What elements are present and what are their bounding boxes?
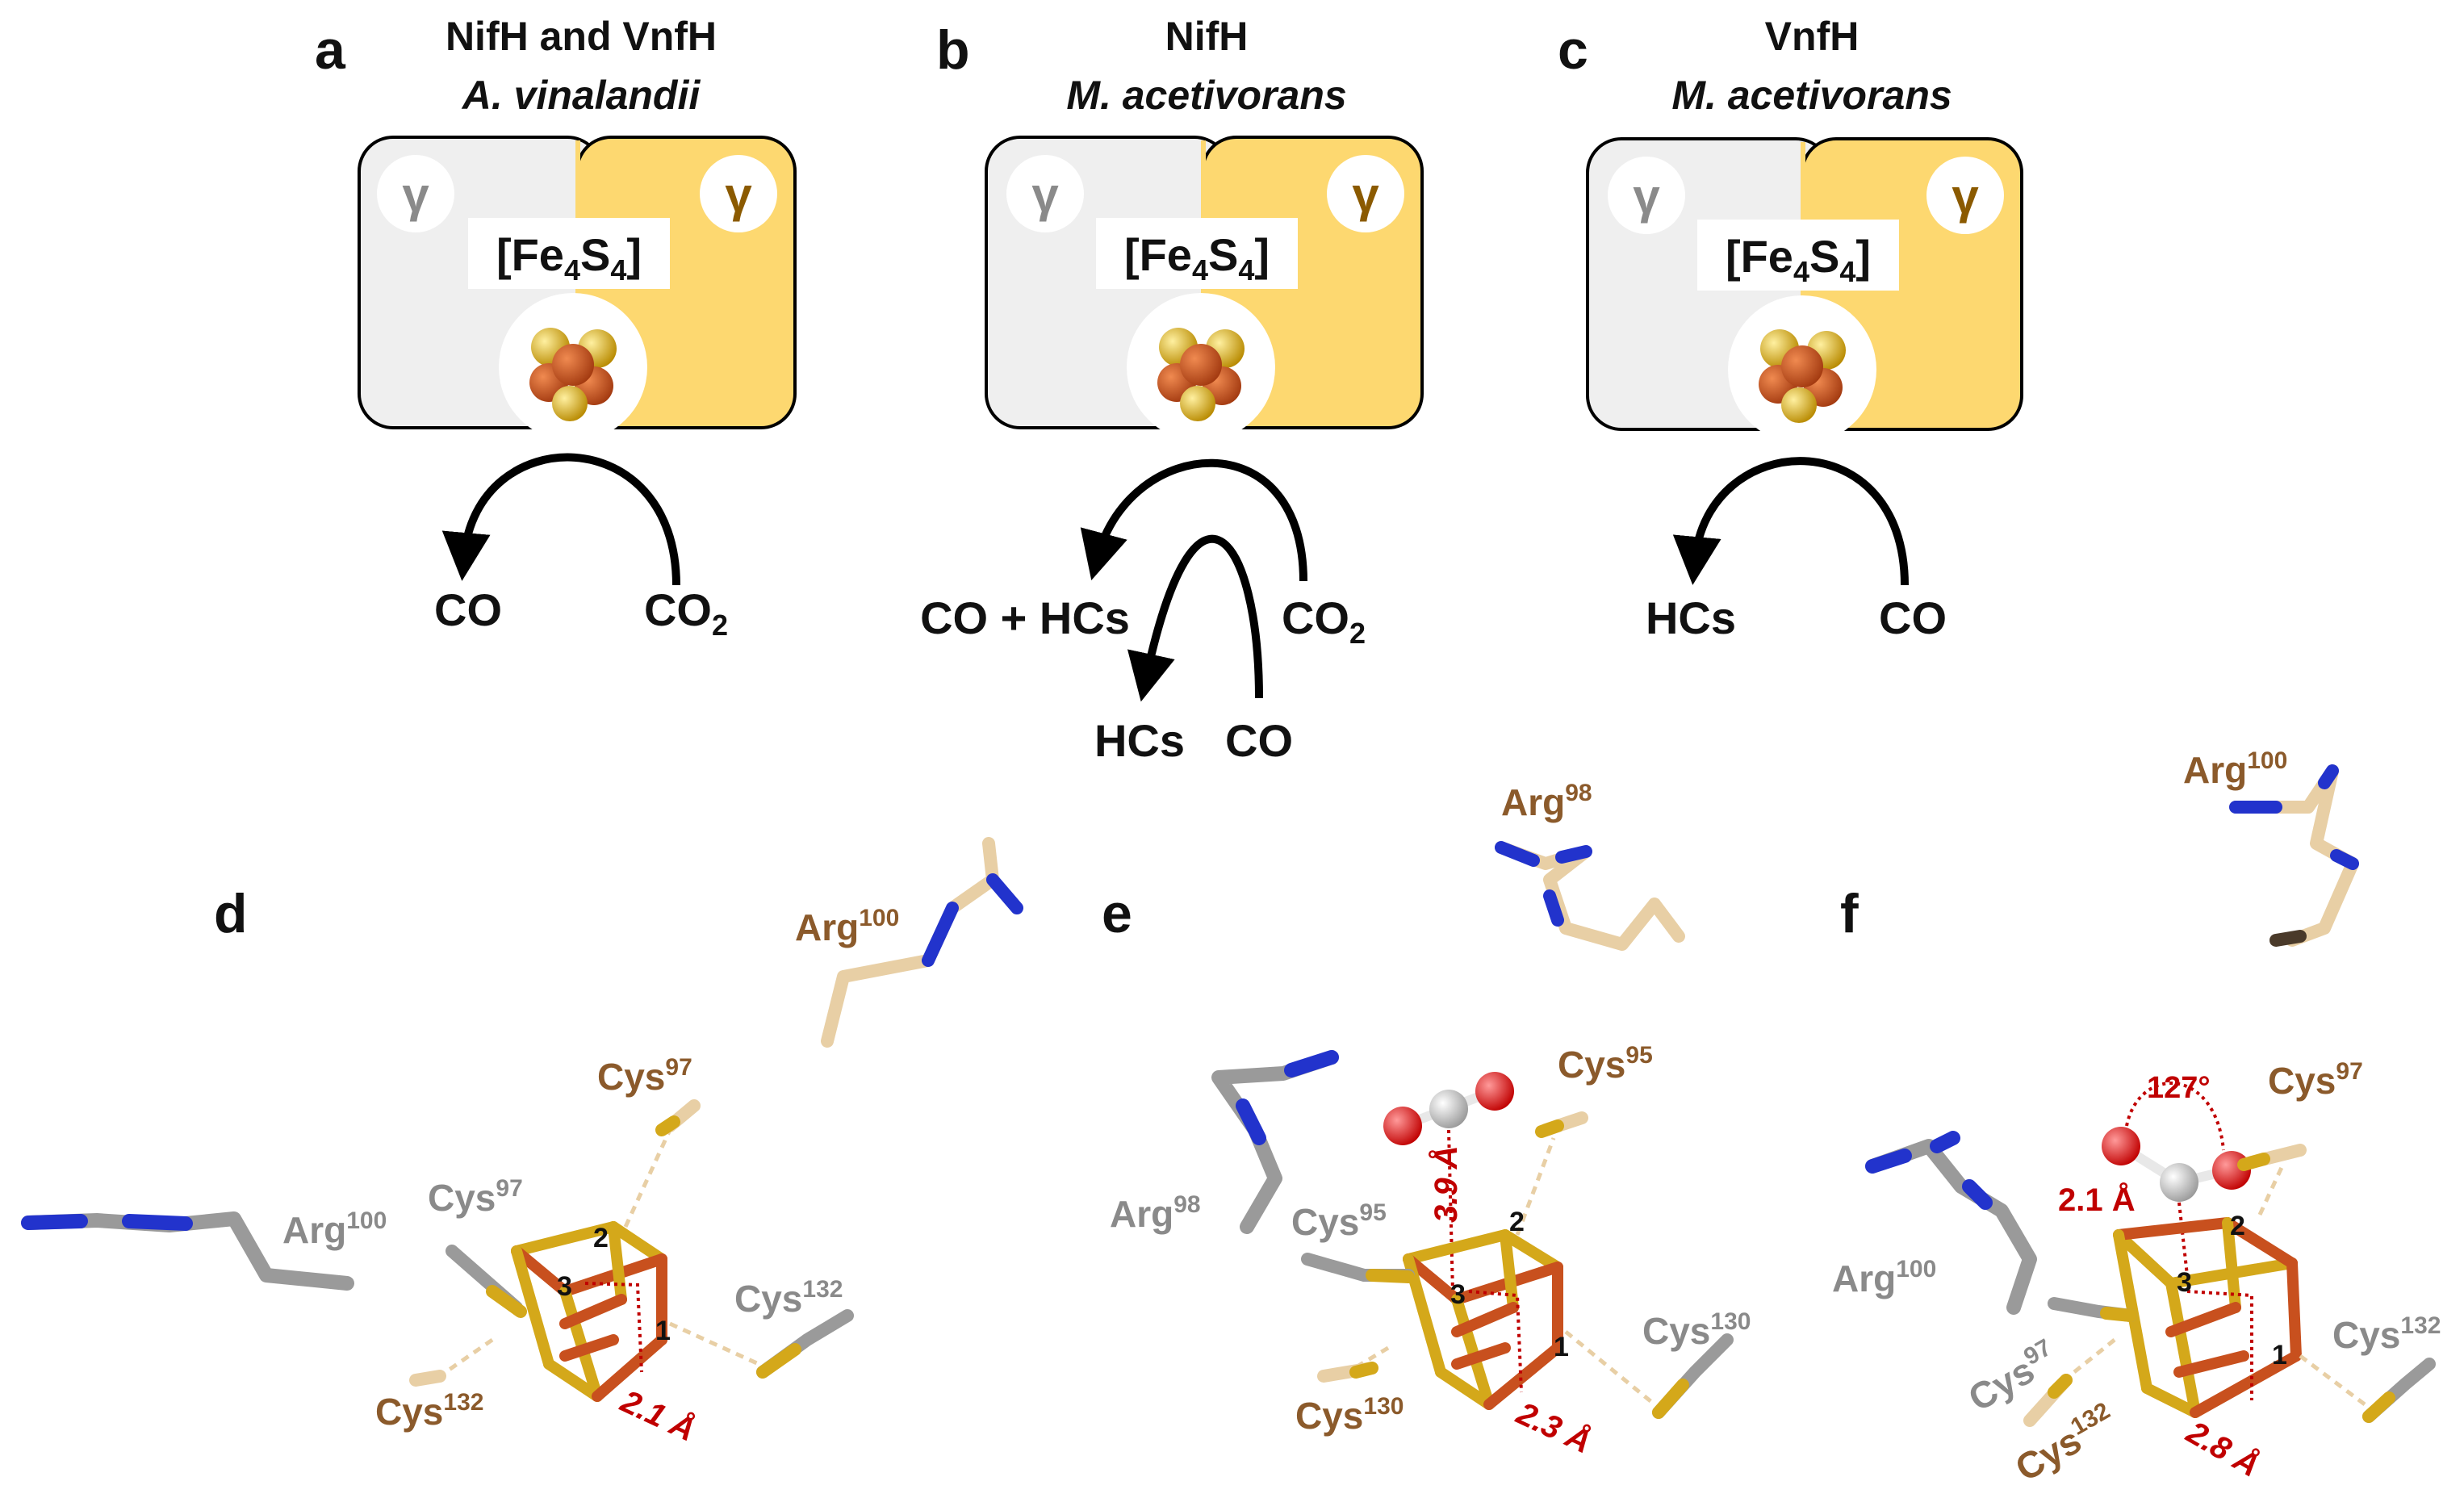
label-cys-bottom-d: Cys132: [375, 1389, 483, 1433]
label-arg-gray-e: Arg98: [1110, 1191, 1201, 1235]
label-arg-gray-f: Arg100: [1832, 1256, 1936, 1299]
panel-d: d Arg100 Arg100: [21, 837, 1023, 1449]
label-cys-top-f: Cys97: [2268, 1058, 2363, 1102]
atom-label-1-d: 1: [655, 1316, 671, 1346]
distance-label-d: 2.1 Å: [615, 1383, 701, 1449]
distance-left-label-f: 2.1 Å: [2058, 1182, 2136, 1218]
substrate-a: CO2: [644, 584, 728, 642]
label-cys-left-e: Cys95: [1291, 1199, 1387, 1243]
label-cys-right-f: Cys132: [2332, 1312, 2441, 1356]
substrate-b1: CO2: [1282, 592, 1366, 650]
atom-label-2-d: 2: [593, 1223, 609, 1253]
label-cys-bottom-f: Cys132: [2007, 1397, 2123, 1489]
label-arg-brown-d: Arg100: [795, 905, 899, 948]
co2-carbon-e: [1429, 1090, 1468, 1128]
reaction-arrow-a: [441, 453, 680, 586]
label-arg-brown-f: Arg100: [2183, 747, 2287, 791]
label-cys-top-d: Cys97: [597, 1054, 692, 1098]
arg-gray-stick-f: [1865, 1139, 2037, 1315]
panel-e: e Arg98 Arg98 3.9 Å: [1102, 780, 1751, 1460]
panel-c-title: VnfH: [1765, 14, 1860, 59]
gamma-right-b: γ: [1352, 168, 1379, 222]
atom-label-3-d: 3: [557, 1271, 572, 1302]
arg-tan-stick-f: [2229, 764, 2359, 947]
panel-a-organism: A. vinalandii: [461, 73, 701, 118]
product-c: HCs: [1646, 592, 1736, 643]
distance-line-left-f: [2177, 1202, 2189, 1276]
atom-label-3-f: 3: [2177, 1267, 2192, 1298]
atom-label-2-e: 2: [1509, 1207, 1525, 1237]
cluster-cube-d: [511, 1221, 667, 1402]
angle-label-f: 127°: [2147, 1071, 2211, 1105]
distance-label-f: 2.8 Å: [2180, 1413, 2265, 1483]
gamma-left-b: γ: [1031, 168, 1059, 222]
panel-letter-b: b: [936, 19, 970, 81]
panel-b-title: NifH: [1165, 14, 1249, 59]
atom-label-3-e: 3: [1450, 1279, 1466, 1310]
atom-label-1-f: 1: [2272, 1340, 2287, 1370]
label-cys-right-d: Cys132: [734, 1276, 843, 1320]
atom-label-2-f: 2: [2230, 1211, 2245, 1241]
panel-b: b NifH M. acetivorans γ γ [Fe4S4] CO + H…: [920, 14, 1424, 766]
panel-letter-e: e: [1102, 883, 1132, 944]
panel-letter-d: d: [214, 883, 248, 944]
substrate-b2: CO: [1225, 715, 1293, 766]
label-cys-right-e: Cys130: [1642, 1308, 1751, 1352]
co2-carbon-f: [2160, 1163, 2198, 1202]
reaction-arrow-b1: [1080, 458, 1307, 582]
cluster-label-a: [Fe4S4]: [496, 229, 642, 287]
gamma-left-c: γ: [1633, 169, 1660, 224]
reaction-arrow-b2: [1127, 534, 1263, 702]
co2-oxygen-1-e: [1383, 1107, 1422, 1145]
gamma-right-c: γ: [1952, 169, 1979, 224]
panel-letter-a: a: [315, 19, 346, 81]
product-b2: HCs: [1094, 715, 1185, 766]
co2-oxygen-2-e: [1475, 1072, 1514, 1111]
cluster-label-b: [Fe4S4]: [1124, 229, 1270, 287]
cluster-cube-f: [2113, 1217, 2302, 1418]
panel-f: f Arg100 Arg100 127° 2.1 Å: [1832, 747, 2441, 1489]
panel-letter-f: f: [1840, 883, 1859, 944]
cluster-label-c: [Fe4S4]: [1726, 231, 1871, 288]
gamma-left-a: γ: [402, 168, 429, 222]
distance-line-d: [584, 1282, 643, 1373]
distance-line-vertical-e: [1447, 1129, 1454, 1292]
panel-a: a NifH and VnfH A. vinalandii γ γ [Fe4S4…: [315, 14, 797, 642]
panel-c-organism: M. acetivorans: [1671, 73, 1952, 118]
panel-c: c VnfH M. acetivorans γ γ [Fe4S4] HCs CO: [1558, 14, 2023, 643]
substrate-c: CO: [1879, 592, 1947, 643]
angle-arc-f: [2125, 1082, 2225, 1151]
product-a: CO: [434, 584, 502, 635]
co2-oxygen-1-f: [2102, 1127, 2140, 1165]
distance-vertical-label-e: 3.9 Å: [1428, 1145, 1464, 1223]
atom-label-1-e: 1: [1554, 1332, 1569, 1362]
reaction-arrow-c: [1672, 457, 1909, 586]
cluster-cube-e: [1403, 1229, 1563, 1410]
label-cys-bottom-e: Cys130: [1295, 1393, 1404, 1437]
gamma-right-a: γ: [725, 168, 752, 222]
product-b1: CO + HCs: [920, 592, 1130, 643]
gamma-circle-right-a: [700, 155, 777, 232]
label-arg-gray-d: Arg100: [282, 1207, 387, 1251]
distance-label-e: 2.3 Å: [1511, 1395, 1597, 1461]
gamma-circle-left-a: [377, 155, 454, 232]
label-arg-brown-e: Arg98: [1501, 780, 1592, 823]
panel-a-title: NifH and VnfH: [446, 14, 717, 59]
label-cys-left-d: Cys97: [428, 1175, 523, 1219]
panel-b-organism: M. acetivorans: [1066, 73, 1346, 118]
panel-letter-c: c: [1558, 19, 1588, 81]
distance-line-e: [1468, 1290, 1523, 1393]
label-cys-top-e: Cys95: [1558, 1042, 1653, 1086]
